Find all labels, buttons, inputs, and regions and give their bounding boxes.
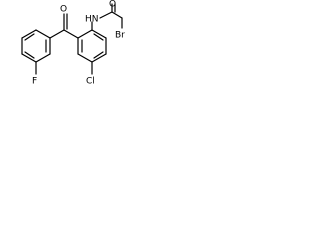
molecule-diagram: O F Cl HN O Br (21, 0, 125, 87)
bond (77, 29, 93, 39)
double-bond-inner (24, 51, 35, 59)
double-bond-inner (93, 51, 104, 59)
chloroaniline-ring (77, 29, 107, 63)
bond (49, 29, 65, 39)
bond (21, 29, 37, 39)
bond (91, 53, 107, 63)
atom-label-o-ketone: O (60, 5, 67, 15)
bond (91, 29, 107, 39)
bromoacetamide-chain (99, 3, 123, 29)
bond (63, 29, 79, 39)
fluorophenyl-ring (21, 29, 51, 63)
atom-label-br: Br (115, 31, 125, 41)
bond (21, 53, 37, 63)
atom-label-o-amide: O (109, 0, 116, 10)
bond (77, 53, 93, 63)
atom-label-nh: HN (85, 15, 99, 25)
ketone-bridge (49, 13, 79, 39)
bond (35, 29, 51, 39)
c-c-bond (111, 11, 123, 19)
structure-canvas: O F Cl HN O Br (0, 0, 132, 122)
atom-label-f: F (32, 77, 37, 87)
bond (35, 53, 51, 63)
n-c-bond (99, 11, 113, 19)
atom-label-cl: Cl (86, 77, 95, 87)
double-bond-inner (93, 33, 104, 41)
double-bond-inner (24, 33, 35, 41)
